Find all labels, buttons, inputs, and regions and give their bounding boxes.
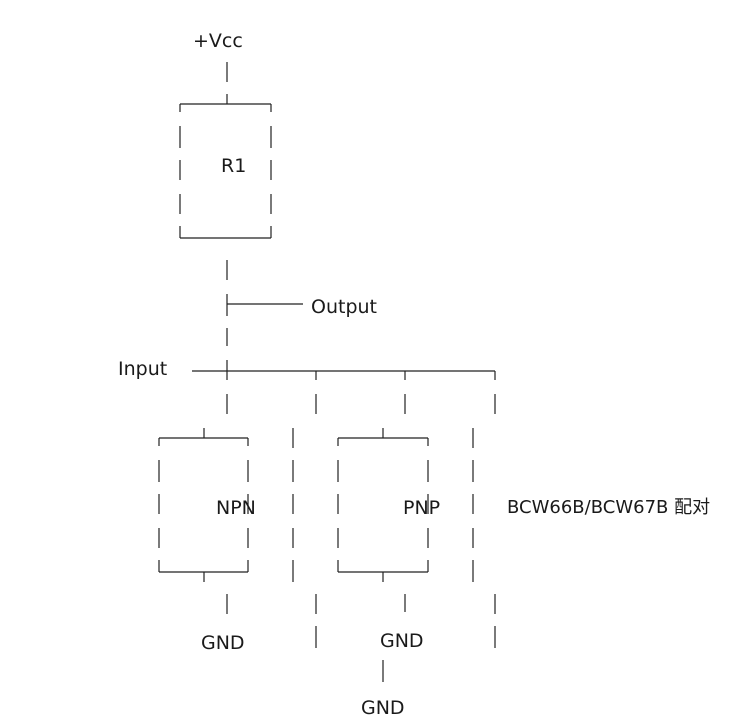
bottom-gnd-label: GND <box>361 697 405 719</box>
part-pair-note: BCW66B/BCW67B 配对 <box>507 497 710 518</box>
npn-gnd-label: GND <box>201 632 245 654</box>
vcc-label: +Vcc <box>193 30 243 52</box>
pnp-transistor-box <box>337 428 429 582</box>
resistor-r1-label: R1 <box>221 155 246 177</box>
npn-transistor-box <box>158 428 249 582</box>
input-label: Input <box>118 358 167 380</box>
output-label: Output <box>311 296 377 318</box>
pnp-label: PNP <box>403 497 440 519</box>
resistor-r1-box <box>179 94 272 239</box>
npn-label: NPN <box>216 497 256 519</box>
pnp-gnd-label: GND <box>380 630 424 652</box>
